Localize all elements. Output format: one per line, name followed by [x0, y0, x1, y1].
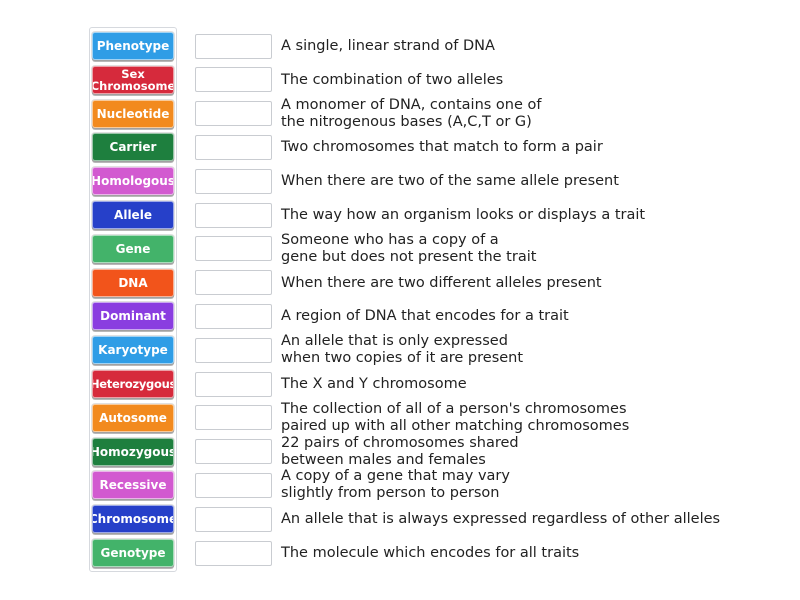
definition-text: Someone who has a copy of a gene but doe… [281, 232, 537, 265]
drop-box[interactable] [195, 203, 272, 228]
definition-text: The molecule which encodes for all trait… [281, 544, 580, 561]
drop-box[interactable] [195, 372, 272, 397]
tile-autosome[interactable]: Autosome [92, 404, 174, 432]
tile-homozygous[interactable]: Homozygous [92, 438, 174, 466]
tile-karyotype[interactable]: Karyotype [92, 336, 174, 364]
definition-text: When there are two of the same allele pr… [281, 172, 619, 189]
definition-text: The way how an organism looks or display… [281, 206, 646, 223]
drop-box[interactable] [195, 67, 272, 92]
drop-box[interactable] [195, 101, 272, 126]
tile-chromosome[interactable]: Chromosome [92, 505, 174, 533]
drop-box[interactable] [195, 236, 272, 261]
definition-text: An allele that is always expressed regar… [281, 510, 721, 527]
tile-recessive[interactable]: Recessive [92, 471, 174, 499]
drop-box[interactable] [195, 541, 272, 566]
drop-box[interactable] [195, 405, 272, 430]
tile-carrier[interactable]: Carrier [92, 133, 174, 161]
drop-box[interactable] [195, 473, 272, 498]
definition-text: The combination of two alleles [281, 71, 504, 88]
definition-text: Two chromosomes that match to form a pai… [281, 138, 603, 155]
tile-gene[interactable]: Gene [92, 235, 174, 263]
tile-heterozygous[interactable]: Heterozygous [92, 370, 174, 398]
definition-text: An allele that is only expressed when tw… [281, 333, 524, 366]
drop-box[interactable] [195, 169, 272, 194]
definition-text: The collection of all of a person's chro… [281, 401, 630, 434]
definition-text: The X and Y chromosome [281, 375, 467, 392]
definition-text: A region of DNA that encodes for a trait [281, 307, 569, 324]
tile-dominant[interactable]: Dominant [92, 302, 174, 330]
tile-allele[interactable]: Allele [92, 201, 174, 229]
definition-text: A single, linear strand of DNA [281, 37, 495, 54]
definition-text: When there are two different alleles pre… [281, 274, 602, 291]
definition-text: 22 pairs of chromosomes shared between m… [281, 435, 519, 468]
definition-text: A monomer of DNA, contains one of the ni… [281, 97, 542, 130]
tile-dna[interactable]: DNA [92, 269, 174, 297]
drop-box[interactable] [195, 304, 272, 329]
drop-box[interactable] [195, 338, 272, 363]
drop-box[interactable] [195, 135, 272, 160]
drop-box[interactable] [195, 34, 272, 59]
drop-box[interactable] [195, 270, 272, 295]
tile-genotype[interactable]: Genotype [92, 539, 174, 567]
tile-homologous[interactable]: Homologous [92, 167, 174, 195]
tile-nucleotide[interactable]: Nucleotide [92, 100, 174, 128]
definition-text: A copy of a gene that may vary slightly … [281, 468, 510, 501]
drop-box[interactable] [195, 507, 272, 532]
tile-phenotype[interactable]: Phenotype [92, 32, 174, 60]
drop-box[interactable] [195, 439, 272, 464]
